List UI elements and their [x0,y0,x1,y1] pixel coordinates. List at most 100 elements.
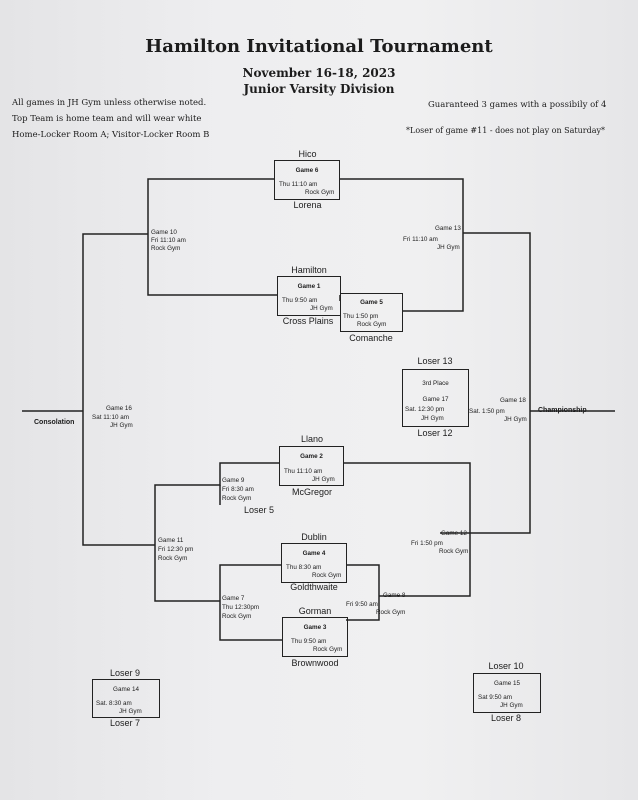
game-18-time: Sat. 1:50 pm [469,408,505,415]
game-7-name: Game 7 [222,595,245,602]
team-comanche: Comanche [349,333,393,343]
game-14-site: JH Gym [119,708,142,715]
game-16-site: JH Gym [110,422,133,429]
placeholder-loser5: Loser 5 [244,505,275,515]
game-14-time: Sat. 8:30 am [96,700,132,707]
placeholder-loser8: Loser 8 [490,713,522,723]
game-11-name: Game 11 [158,537,184,544]
game-1-name: Game 1 [297,283,321,290]
game-12-name: Game 12 [441,530,467,537]
game-1-site: JH Gym [310,305,333,312]
line-game16 [82,233,155,546]
game-4-time: Thu 8:30 am [286,564,322,571]
game-6-box: Game 6 Thu 11:10 am Rock Gym [274,160,340,200]
championship-label: Championship [538,407,587,414]
game-8-site: Rock Gym [376,609,406,616]
game-17-site: JH Gym [421,415,444,422]
game-3-time: Thu 9:50 am [291,638,327,645]
line-game10 [147,178,278,296]
game-13-site: JH Gym [437,244,460,251]
game-9-time: Fri 8:30 am [222,486,254,493]
game-3-name: Game 3 [303,624,327,631]
team-cross-plains: Cross Plains [282,316,334,326]
note-guarantee: Guaranteed 3 games with a possibily of 4 [428,100,607,110]
game-8-time: Fri 9:50 am [346,601,378,608]
line-game7 [219,564,282,641]
game-17-box: 3rd Place Game 17 Sat. 12:30 pm JH Gym [402,369,469,427]
game-12-site: Rock Gym [439,548,469,555]
game-3-box: Game 3 Thu 9:50 am Rock Gym [282,617,348,657]
game-5-time: Thu 1:50 pm [343,313,379,320]
game-4-name: Game 4 [302,550,326,557]
game-16-name: Game 16 [106,405,132,412]
game-9-site: Rock Gym [222,495,252,502]
line-game13 [340,178,464,312]
placeholder-loser7: Loser 7 [109,718,141,728]
game-10-name: Game 10 [151,229,177,236]
line-game12 [343,462,471,597]
game-6-time: Thu 11:10 am [279,181,318,188]
team-hamilton: Hamilton [291,265,327,275]
game-11-site: Rock Gym [158,555,188,562]
game-7-time: Thu 12:30pm [222,604,260,611]
team-gorman: Gorman [298,606,332,616]
game-18-name: Game 18 [500,397,526,404]
game-1-box: Game 1 Thu 9:50 am JH Gym [277,276,341,316]
placeholder-loser12: Loser 12 [417,428,453,438]
game-7-site: Rock Gym [222,613,252,620]
game-4-box: Game 4 Thu 8:30 am Rock Gym [281,543,347,583]
game-1-time: Thu 9:50 am [282,297,318,304]
game-15-site: JH Gym [500,702,523,709]
line-game11 [154,462,280,602]
game-17-name: Game 17 [422,396,449,403]
game-15-box: Game 15 Sat 9:50 am JH Gym [473,673,541,713]
note-home-team: Top Team is home team and will wear whit… [12,114,202,124]
team-hico: Hico [298,149,317,159]
game-2-site: JH Gym [312,476,335,483]
game-5-site: Rock Gym [357,321,387,328]
line-game18 [440,232,531,534]
note-locker-rooms: Home-Locker Room A; Visitor-Locker Room … [12,130,210,140]
game-11-time: Fri 12:30 pm [158,546,194,553]
team-dublin: Dublin [301,532,327,542]
team-goldthwaite: Goldthwaite [290,582,338,592]
game-12-time: Fri 1:50 pm [411,540,443,547]
division-name: Junior Varsity Division [243,82,395,96]
team-mcgregor: McGregor [291,487,332,497]
game-13-name: Game 13 [435,225,461,232]
game-2-time: Thu 11:10 am [284,468,323,475]
game-8-name: Game 8 [383,592,406,599]
game-9-name: Game 9 [222,477,245,484]
game-2-box: Game 2 Thu 11:10 am JH Gym [279,446,344,486]
page-title: Hamilton Invitational Tournament [145,36,493,57]
game-18-site: JH Gym [504,416,527,423]
tournament-dates: November 16-18, 2023 [242,66,396,80]
note-location: All games in JH Gym unless otherwise not… [12,98,207,108]
game-13-time: Fri 11:10 am [403,236,438,243]
game-15-name: Game 15 [494,680,520,687]
game-3-site: Rock Gym [313,646,343,653]
game-17-time: Sat. 12:30 pm [405,406,445,413]
game-5-name: Game 5 [360,299,383,306]
note-saturday: *Loser of game #11 - does not play on Sa… [406,126,606,135]
game-5-box: Game 5 Thu 1:50 pm Rock Gym [340,293,403,332]
game-14-box: Game 14 Sat. 8:30 am JH Gym [92,679,160,718]
team-llano: Llano [300,434,324,444]
placeholder-loser13: Loser 13 [417,356,453,366]
consolation-label: Consolation [34,419,75,426]
team-lorena: Lorena [293,200,322,210]
team-brownwood: Brownwood [291,658,339,668]
game-4-site: Rock Gym [312,572,342,579]
game-10-site: Rock Gym [151,245,181,252]
game-17-title: 3rd Place [422,380,449,387]
line-game8 [346,564,380,621]
game-2-name: Game 2 [300,453,323,460]
placeholder-loser9: Loser 9 [109,668,141,678]
game-16-time: Sat 11:10 am [92,414,129,421]
game-15-time: Sat 9:50 am [478,694,512,701]
game-6-name: Game 6 [295,167,319,174]
placeholder-loser10: Loser 10 [488,661,524,671]
game-10-time: Fri 11:10 am [151,237,186,244]
